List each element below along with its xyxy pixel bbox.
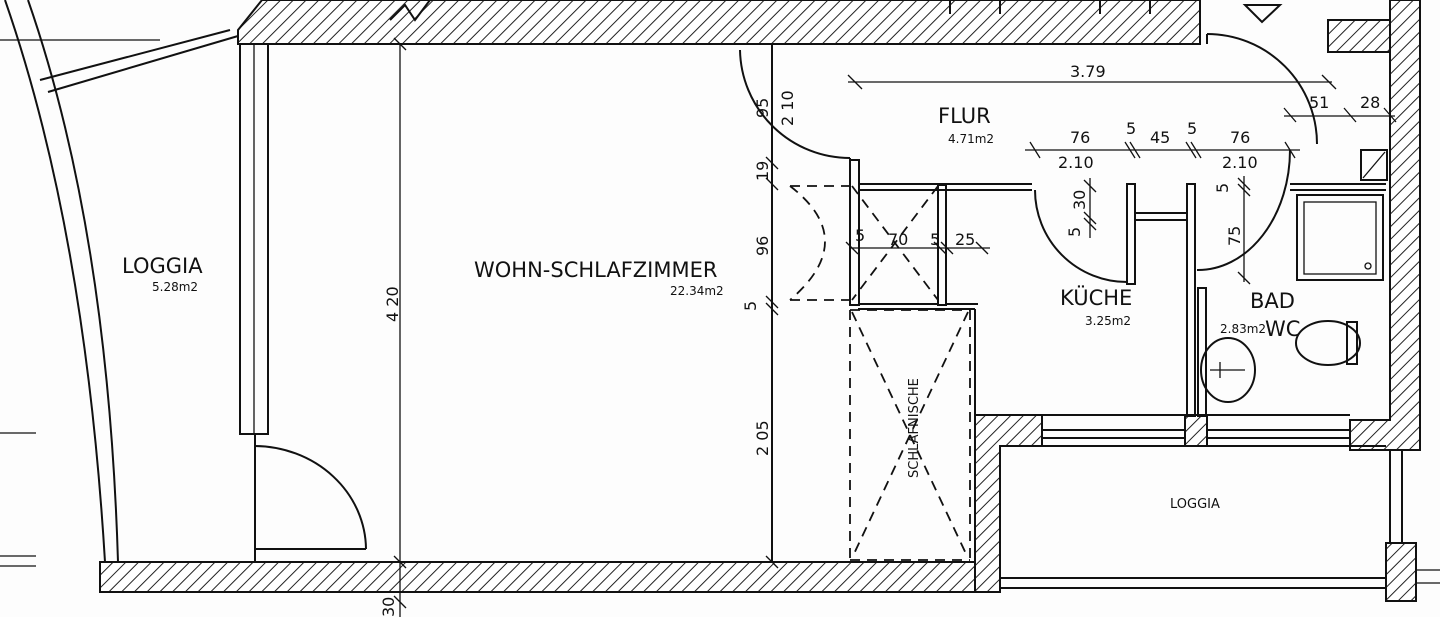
loggia-right-name: LOGGIA — [1170, 497, 1220, 512]
top-wall — [237, 0, 1201, 45]
dim-76-b: 76 — [1230, 128, 1250, 147]
bottom-wall — [99, 561, 1001, 593]
bad-wc: WC — [1265, 317, 1300, 341]
dim-5-f: 5 — [930, 230, 940, 249]
dim-5-e: 5 — [1213, 183, 1232, 193]
loggia-left-name: LOGGIA — [122, 254, 203, 278]
lower-mid-wall — [974, 414, 1043, 593]
dim-95: 95 — [753, 98, 772, 118]
dim-70: 70 — [888, 230, 908, 249]
flur-name: FLUR — [938, 104, 991, 128]
kueche-name: KÜCHE — [1060, 285, 1132, 310]
dim-28: 28 — [1360, 93, 1380, 112]
dim-96: 96 — [753, 236, 772, 256]
top-right-block — [1327, 19, 1391, 53]
schlafnische-name: SCHLAFNISCHE — [907, 378, 922, 478]
wohn-area: 22.34m2 — [670, 284, 724, 298]
dimension-labels: 3.79 51 28 76 5 45 5 76 2.10 2.10 95 2 1… — [379, 62, 1380, 617]
bad-area: 2.83m2 — [1220, 322, 1266, 336]
room-labels: LOGGIA 5.28m2 WOHN-SCHLAFZIMMER 22.34m2 … — [122, 104, 1300, 512]
dim-4-20: 4 20 — [383, 286, 402, 322]
dim-51: 51 — [1309, 93, 1329, 112]
right-outer-wall — [1349, 0, 1421, 451]
loggia-left-area: 5.28m2 — [152, 280, 198, 294]
dim-2-05: 2 05 — [753, 420, 772, 456]
dim-5-d: 5 — [1065, 227, 1084, 237]
dim-76-a: 76 — [1070, 128, 1090, 147]
dim-19: 19 — [753, 161, 772, 181]
dim-2-10-b: 2.10 — [1222, 153, 1258, 172]
dim-30-b: 30 — [379, 597, 398, 617]
dim-3-79: 3.79 — [1070, 62, 1106, 81]
corner-column — [1385, 542, 1417, 602]
flur-area: 4.71m2 — [948, 132, 994, 146]
dim-2-10-a: 2.10 — [1058, 153, 1094, 172]
dim-45: 45 — [1150, 128, 1170, 147]
walls — [99, 0, 1421, 602]
dim-25: 25 — [955, 230, 975, 249]
dim-5-b: 5 — [1187, 119, 1197, 138]
dim-5-a: 5 — [1126, 119, 1136, 138]
dim-2-10-v: 2 10 — [778, 90, 797, 126]
dim-5-g: 5 — [855, 226, 865, 245]
bad-name: BAD — [1250, 289, 1295, 313]
kitchen-bath-pier — [1184, 414, 1208, 447]
dim-5-c: 5 — [741, 301, 760, 311]
dim-75: 75 — [1225, 226, 1244, 246]
dim-30-a: 30 — [1070, 190, 1089, 210]
kueche-area: 3.25m2 — [1085, 314, 1131, 328]
wohn-name: WOHN-SCHLAFZIMMER — [474, 258, 717, 282]
